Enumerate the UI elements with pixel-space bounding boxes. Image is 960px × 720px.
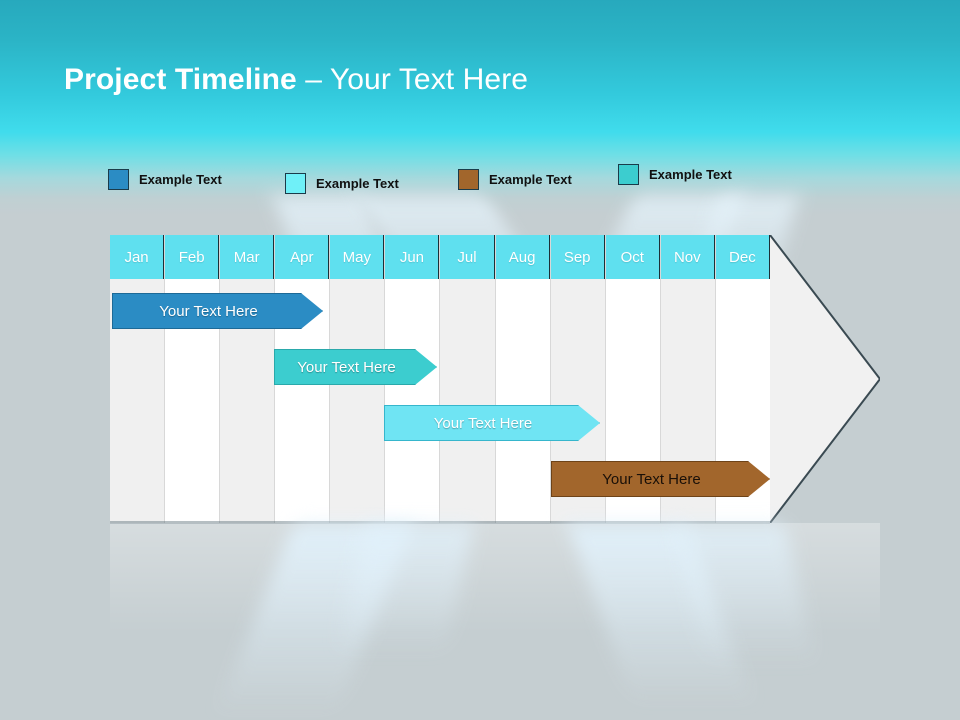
legend-swatch	[458, 169, 479, 190]
task-bar-arrow-shape	[384, 405, 600, 441]
month-header-dec: Dec	[715, 235, 770, 279]
task-bar-label: Your Text Here	[159, 302, 258, 320]
month-header-jan: Jan	[110, 235, 165, 279]
month-column-jan: Jan	[110, 235, 166, 523]
legend-item[interactable]: Example Text	[458, 169, 572, 190]
task-bar-label: Your Text Here	[433, 414, 533, 432]
legend-label: Example Text	[649, 167, 732, 182]
task-bar-arrow-shape	[274, 349, 437, 385]
legend-label: Example Text	[316, 176, 399, 191]
month-column-aug: Aug	[495, 235, 551, 523]
task-bar[interactable]: Your Text Here	[112, 293, 323, 329]
legend-item[interactable]: Example Text	[285, 173, 399, 194]
month-column-jul: Jul	[440, 235, 496, 523]
legend-item[interactable]: Example Text	[108, 169, 222, 190]
legend-item[interactable]: Example Text	[618, 164, 732, 185]
month-header-oct: Oct	[605, 235, 660, 279]
task-bar[interactable]: Your Text Here	[384, 405, 600, 441]
legend-swatch	[618, 164, 639, 185]
task-bar-arrow-shape	[112, 293, 323, 329]
task-bar[interactable]: Your Text Here	[551, 461, 770, 497]
month-header-may: May	[330, 235, 385, 279]
month-header-apr: Apr	[275, 235, 330, 279]
legend-label: Example Text	[489, 172, 572, 187]
month-header-jun: Jun	[385, 235, 440, 279]
legend-swatch	[285, 173, 306, 194]
task-bar-label: Your Text Here	[297, 358, 396, 376]
month-header-feb: Feb	[165, 235, 220, 279]
page-title: Project Timeline – Your Text Here	[64, 60, 528, 100]
legend-swatch	[108, 169, 129, 190]
page-title-light: – Your Text Here	[296, 63, 529, 96]
page-title-bold: Project Timeline	[64, 63, 297, 96]
legend-label: Example Text	[139, 172, 222, 187]
task-bar[interactable]: Your Text Here	[274, 349, 437, 385]
task-bar-label: Your Text Here	[602, 470, 701, 488]
month-header-nov: Nov	[660, 235, 715, 279]
chart-baseline	[110, 521, 770, 524]
task-bar-arrow-shape	[551, 461, 770, 497]
month-header-sep: Sep	[550, 235, 605, 279]
month-header-aug: Aug	[495, 235, 550, 279]
month-header-jul: Jul	[440, 235, 495, 279]
month-column-mar: Mar	[220, 235, 276, 523]
month-header-mar: Mar	[220, 235, 275, 279]
month-column-feb: Feb	[165, 235, 221, 523]
